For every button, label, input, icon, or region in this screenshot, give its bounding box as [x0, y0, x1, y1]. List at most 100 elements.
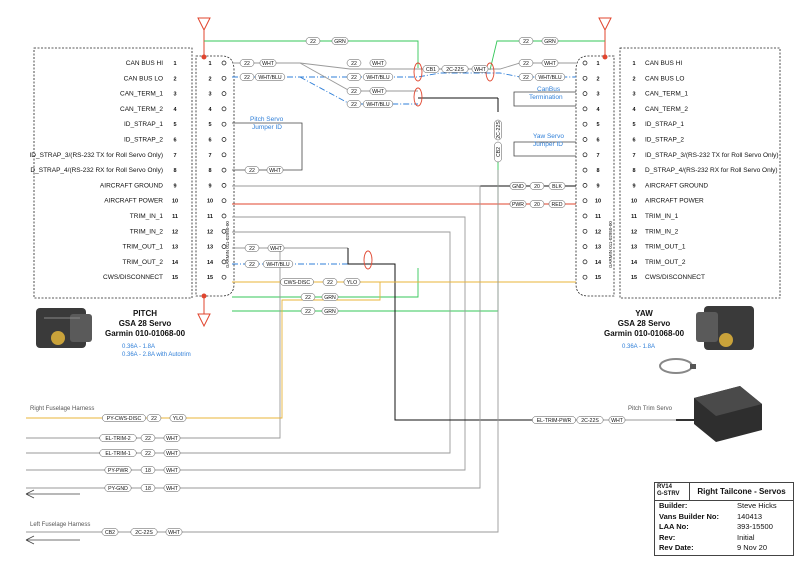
- wire-tag-label: GRN: [324, 295, 336, 301]
- wire-tag: [244, 244, 260, 252]
- pitch-pin-socket: [221, 60, 227, 66]
- wire-tag: [266, 166, 284, 174]
- title-block-value: 140413: [737, 511, 763, 521]
- yaw-socket-number: 2: [596, 76, 599, 82]
- wire-tag-label: 22: [151, 416, 157, 422]
- wire-tag: [518, 59, 534, 67]
- pitch-pin-label: ID_STRAP_1: [124, 121, 163, 128]
- title-block-row: Rev:Initial: [655, 533, 793, 544]
- wire-tag: [322, 278, 338, 286]
- yaw-pin-socket: [582, 198, 588, 204]
- wire-tag: [346, 59, 362, 67]
- wire-tag-label: EL-TRIM-PWR: [537, 418, 572, 424]
- wire-tag: [163, 449, 181, 457]
- pitch-jumper-note-1: Pitch Servo: [250, 116, 284, 123]
- wire-tag: [104, 466, 132, 474]
- wire-tag-label: 22: [351, 102, 357, 108]
- shield-wire-top: [204, 40, 419, 68]
- pitch-pin-socket: [221, 244, 227, 249]
- wire-tag: [101, 528, 119, 536]
- wire-tag-label: EL-TRIM-2: [105, 436, 130, 442]
- pitch-pin-label: ID_STRAP_3/(RS-232 TX for Roll Servo Onl…: [29, 152, 163, 159]
- yaw-socket-number: 5: [596, 122, 599, 128]
- wire-tag-label: WHT: [474, 67, 487, 73]
- wire-tag: [541, 37, 559, 45]
- wire-tag: [518, 37, 534, 45]
- wire-tag-label: 2C-22S: [135, 530, 153, 536]
- pitch-pin-socket: [221, 121, 227, 127]
- pitch-socket-number: 8: [208, 168, 211, 174]
- pitch-pin-number: 13: [172, 245, 178, 251]
- yaw-socket-number: 11: [595, 214, 601, 220]
- yaw-pin-number: 2: [632, 76, 635, 82]
- wire-tag: [163, 466, 181, 474]
- wire-tag-label: WHT: [269, 168, 282, 174]
- wire-tag-label: WHT: [166, 468, 179, 474]
- wire-tag-label: 22: [351, 61, 357, 67]
- yaw-pin-number: 8: [632, 168, 635, 174]
- wire-tag: [99, 434, 137, 442]
- pitch-pin-socket: [221, 198, 227, 204]
- wire-tag: [362, 73, 394, 81]
- wire-tag-label: 18: [145, 486, 151, 492]
- title-block-key: LAA No:: [659, 522, 689, 531]
- title-block-key: Vans Builder No:: [659, 511, 720, 521]
- yaw-socket-number: 14: [595, 260, 602, 266]
- pitch-pin-label: CAN_TERM_1: [120, 91, 163, 98]
- pitch-connector-outline: [195, 55, 235, 297]
- wire-tag-label: 22: [249, 262, 255, 268]
- pitch-socket-number: 9: [208, 183, 211, 189]
- wire-tag: [471, 65, 489, 73]
- wire-tag-label: WHT/BLU: [266, 262, 290, 268]
- wire-tag-label: WHT: [611, 418, 624, 424]
- yaw-pin-label: TRIM_IN_2: [645, 228, 679, 235]
- yaw-pin-label: CAN BUS LO: [645, 75, 684, 82]
- title-block-key: Rev:: [659, 532, 676, 542]
- yaw-pin-socket: [582, 60, 588, 66]
- wire-tag-label: 22: [523, 75, 529, 81]
- yaw-pin-label: AIRCRAFT POWER: [645, 198, 704, 205]
- yaw-socket-number: 15: [595, 275, 601, 281]
- yaw-connector-label: GARMIN 011-02950-00: [608, 221, 613, 268]
- yaw-pin-number: 3: [632, 92, 635, 98]
- title-block-key: Builder:: [659, 501, 688, 510]
- yaw-canbus-note-2: Termination: [529, 94, 563, 101]
- wire-tag-label: WHT/BLU: [366, 102, 390, 108]
- wire-tag: [331, 37, 349, 45]
- pitch-pin-label: TRIM_IN_2: [130, 228, 164, 235]
- pitch-trim-servo-image: [676, 386, 762, 442]
- title-code: RV14 G-STRV: [655, 483, 690, 500]
- pitch-pin-number: 12: [172, 229, 178, 235]
- pitch-pin-label: CWS/DISCONNECT: [103, 274, 163, 281]
- wire-tag: [104, 484, 132, 492]
- wire-tag: [140, 434, 156, 442]
- pitch-pin-socket: [221, 213, 227, 219]
- title-block-row: LAA No:393-15500: [655, 522, 793, 533]
- wire-tag: [244, 166, 260, 174]
- yaw-pin-socket: [582, 213, 588, 219]
- wire-tag: [534, 73, 566, 81]
- wire-tag: [321, 293, 339, 301]
- wire-tag-label: 22: [310, 39, 316, 45]
- pitch-pin-number: 10: [172, 199, 178, 205]
- wire-tag-label: WHT/BLU: [258, 75, 282, 81]
- yaw-pin-socket: [582, 75, 588, 81]
- pitch-pin-label: TRIM_IN_1: [130, 213, 164, 220]
- title-code-1: RV14: [657, 484, 672, 490]
- wire-tag-label: GND: [512, 184, 524, 190]
- shield-ring-1: [413, 62, 423, 82]
- shield-wire-bottom-1: [232, 268, 419, 298]
- pitch-socket-number: 11: [207, 214, 213, 220]
- yaw-socket-number: 9: [596, 183, 599, 189]
- wire-tag-label: 22: [244, 75, 250, 81]
- pitch-socket-number: 12: [207, 229, 213, 235]
- yaw-pin-number: 9: [632, 183, 635, 189]
- pitch-socket-number: 13: [207, 245, 213, 251]
- wire-tag: [163, 434, 181, 442]
- yaw-socket-number: 13: [595, 245, 601, 251]
- wire-tag: [239, 73, 255, 81]
- wire-tag: [259, 59, 277, 67]
- wire-tag: [305, 37, 321, 45]
